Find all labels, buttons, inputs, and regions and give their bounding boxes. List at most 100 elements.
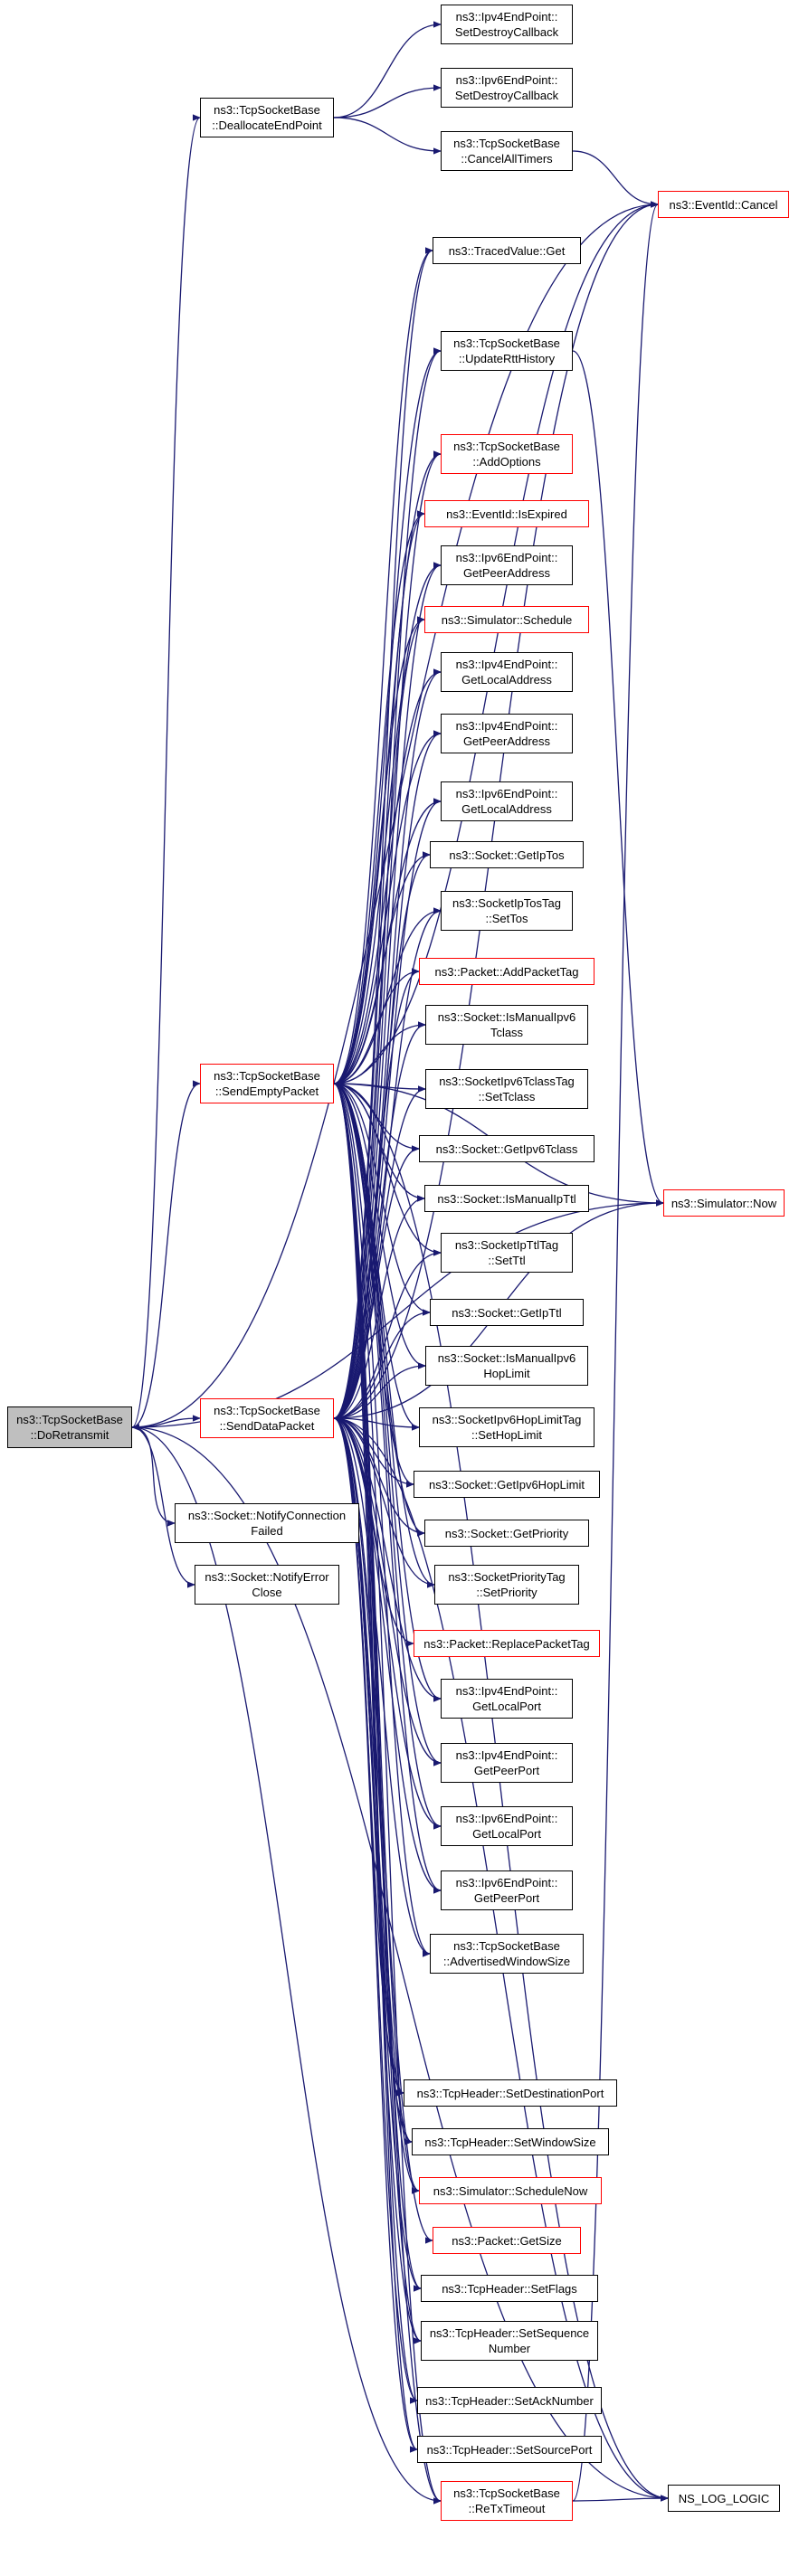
node-socket-get-priority[interactable]: ns3::Socket::GetPriority — [424, 1520, 589, 1547]
node-tcpheader-set-source-port[interactable]: ns3::TcpHeader::SetSourcePort — [417, 2436, 602, 2463]
node-do-retransmit[interactable]: ns3::TcpSocketBase ::DoRetransmit — [7, 1406, 132, 1448]
node-socket-get-ipv6-hop-limit[interactable]: ns3::Socket::GetIpv6HopLimit — [414, 1471, 600, 1498]
node-line: ::SetHopLimit — [471, 1428, 543, 1442]
node-line: ns3::Socket::GetIpv6HopLimit — [429, 1477, 585, 1492]
node-notify-error-close[interactable]: ns3::Socket::NotifyError Close — [195, 1565, 339, 1605]
node-send-empty-packet[interactable]: ns3::TcpSocketBase ::SendEmptyPacket — [200, 1064, 334, 1103]
node-simulator-now[interactable]: ns3::Simulator::Now — [663, 1189, 785, 1217]
node-line: GetLocalAddress — [461, 802, 552, 816]
node-simulator-schedule-now[interactable]: ns3::Simulator::ScheduleNow — [419, 2177, 602, 2204]
node-line: ns3::TcpSocketBase — [214, 1069, 320, 1083]
node-ipv6-get-peer-port[interactable]: ns3::Ipv6EndPoint:: GetPeerPort — [441, 1870, 573, 1910]
node-line: ns3::Packet::GetSize — [452, 2233, 562, 2248]
node-ipv6-set-destroy-callback[interactable]: ns3::Ipv6EndPoint:: SetDestroyCallback — [441, 68, 573, 108]
call-edge — [333, 1083, 431, 1957]
node-line: GetPeerAddress — [462, 734, 551, 748]
node-socket-is-manual-ipv6-tclass[interactable]: ns3::Socket::IsManualIpv6 Tclass — [425, 1005, 588, 1045]
node-line: ns3::Simulator::Schedule — [441, 612, 573, 627]
node-line: ns3::EventId::IsExpired — [446, 507, 567, 521]
node-line: ns3::Ipv6EndPoint:: — [455, 787, 558, 800]
call-edge — [333, 730, 442, 1084]
node-line: ns3::Simulator::ScheduleNow — [433, 2183, 588, 2198]
node-eventid-cancel[interactable]: ns3::EventId::Cancel — [658, 191, 789, 218]
node-ipv6-get-local-address[interactable]: ns3::Ipv6EndPoint:: GetLocalAddress — [441, 781, 573, 821]
call-edge — [333, 347, 442, 1084]
node-notify-connection-failed[interactable]: ns3::Socket::NotifyConnection Failed — [175, 1503, 359, 1543]
node-eventid-is-expired[interactable]: ns3::EventId::IsExpired — [424, 500, 589, 527]
node-line: NS_LOG_LOGIC — [678, 2491, 770, 2505]
node-line: ns3::EventId::Cancel — [669, 197, 778, 212]
node-socket-get-ip-tos[interactable]: ns3::Socket::GetIpTos — [430, 841, 584, 868]
node-line: ns3::SocketIpv6HopLimitTag — [432, 1413, 582, 1426]
node-iptos-tag-set-tos[interactable]: ns3::SocketIpTosTag ::SetTos — [441, 891, 573, 931]
node-packet-get-size[interactable]: ns3::Packet::GetSize — [433, 2227, 581, 2254]
node-line: ns3::SocketIpTtlTag — [454, 1238, 559, 1252]
node-line: ns3::TcpSocketBase — [214, 103, 320, 117]
node-line: ns3::Ipv4EndPoint:: — [455, 719, 558, 733]
node-line: ::SetTclass — [478, 1090, 536, 1103]
node-socket-is-manual-ip-ttl[interactable]: ns3::Socket::IsManualIpTtl — [424, 1185, 589, 1212]
node-line: ns3::Ipv6EndPoint:: — [455, 1876, 558, 1889]
node-tcpheader-set-destination-port[interactable]: ns3::TcpHeader::SetDestinationPort — [404, 2079, 617, 2107]
call-edge — [333, 1083, 442, 1830]
call-edge — [333, 798, 442, 1419]
node-ipttl-tag-set-ttl[interactable]: ns3::SocketIpTtlTag ::SetTtl — [441, 1233, 573, 1273]
node-ipv6-tclass-tag-set-tclass[interactable]: ns3::SocketIpv6TclassTag ::SetTclass — [425, 1069, 588, 1109]
call-edge — [333, 1417, 431, 1957]
node-socket-is-manual-ipv6-hop-limit[interactable]: ns3::Socket::IsManualIpv6 HopLimit — [425, 1346, 588, 1386]
node-line: GetPeerPort — [473, 1891, 540, 1905]
node-ipv4-get-peer-port[interactable]: ns3::Ipv4EndPoint:: GetPeerPort — [441, 1743, 573, 1783]
node-ipv4-get-peer-address[interactable]: ns3::Ipv4EndPoint:: GetPeerAddress — [441, 714, 573, 753]
call-edge — [333, 1417, 442, 1894]
node-send-data-packet[interactable]: ns3::TcpSocketBase ::SendDataPacket — [200, 1398, 334, 1438]
node-traced-value-get[interactable]: ns3::TracedValue::Get — [433, 237, 581, 264]
node-line: ns3::SocketPriorityTag — [448, 1570, 566, 1584]
node-line: ::AdvertisedWindowSize — [442, 1955, 571, 1968]
node-simulator-schedule[interactable]: ns3::Simulator::Schedule — [424, 606, 589, 633]
node-tcpheader-set-flags[interactable]: ns3::TcpHeader::SetFlags — [421, 2275, 598, 2302]
node-line: ns3::Ipv4EndPoint:: — [455, 658, 558, 671]
node-advertised-window-size[interactable]: ns3::TcpSocketBase ::AdvertisedWindowSiz… — [430, 1934, 584, 1974]
node-tcpheader-set-sequence-number[interactable]: ns3::TcpHeader::SetSequence Number — [421, 2321, 598, 2361]
call-edge — [333, 1417, 442, 1702]
node-line: ns3::Socket::GetPriority — [444, 1526, 569, 1540]
node-line: ns3::Ipv6EndPoint:: — [455, 1812, 558, 1825]
node-ipv6-get-local-port[interactable]: ns3::Ipv6EndPoint:: GetLocalPort — [441, 1806, 573, 1846]
node-socket-get-ip-ttl[interactable]: ns3::Socket::GetIpTtl — [430, 1299, 584, 1326]
node-line: ns3::Ipv4EndPoint:: — [455, 1684, 558, 1698]
node-line: ns3::Simulator::Now — [671, 1196, 777, 1210]
node-line: ns3::TcpSocketBase — [453, 440, 560, 453]
node-priority-tag-set-priority[interactable]: ns3::SocketPriorityTag ::SetPriority — [434, 1565, 579, 1605]
call-edge — [131, 1424, 442, 2502]
node-line: ::DeallocateEndPoint — [212, 118, 322, 132]
node-add-options[interactable]: ns3::TcpSocketBase ::AddOptions — [441, 434, 573, 474]
node-packet-replace-packet-tag[interactable]: ns3::Packet::ReplacePacketTag — [414, 1630, 600, 1657]
node-socket-get-ipv6-tclass[interactable]: ns3::Socket::GetIpv6Tclass — [419, 1135, 594, 1162]
node-line: GetLocalPort — [472, 1700, 541, 1713]
node-line: ::SendDataPacket — [219, 1419, 315, 1433]
call-edge — [333, 201, 659, 1084]
node-ipv4-set-destroy-callback[interactable]: ns3::Ipv4EndPoint:: SetDestroyCallback — [441, 5, 573, 44]
node-packet-add-packet-tag[interactable]: ns3::Packet::AddPacketTag — [419, 958, 594, 985]
node-ipv4-get-local-address[interactable]: ns3::Ipv4EndPoint:: GetLocalAddress — [441, 652, 573, 692]
node-cancel-all-timers[interactable]: ns3::TcpSocketBase ::CancelAllTimers — [441, 131, 573, 171]
node-deallocate-end-point[interactable]: ns3::TcpSocketBase ::DeallocateEndPoint — [200, 98, 334, 137]
call-edge — [333, 562, 442, 1419]
call-edge — [333, 247, 433, 1419]
node-line: GetLocalAddress — [461, 673, 552, 687]
node-ns-log-logic[interactable]: NS_LOG_LOGIC — [668, 2485, 780, 2512]
node-ipv6-get-peer-address[interactable]: ns3::Ipv6EndPoint:: GetPeerAddress — [441, 545, 573, 585]
call-edge — [333, 616, 425, 1419]
call-edge — [333, 1417, 420, 2194]
node-tcpheader-set-ack-number[interactable]: ns3::TcpHeader::SetAckNumber — [417, 2387, 602, 2414]
node-ipv6-hop-limit-tag-set-hop-limit[interactable]: ns3::SocketIpv6HopLimitTag ::SetHopLimit — [419, 1407, 594, 1447]
node-retx-timeout[interactable]: ns3::TcpSocketBase ::ReTxTimeout — [441, 2481, 573, 2521]
node-tcpheader-set-window-size[interactable]: ns3::TcpHeader::SetWindowSize — [412, 2128, 609, 2155]
node-line: ns3::Socket::NotifyConnection — [187, 1509, 347, 1522]
call-edge — [572, 150, 659, 208]
node-ipv4-get-local-port[interactable]: ns3::Ipv4EndPoint:: GetLocalPort — [441, 1679, 573, 1719]
node-update-rtt-history[interactable]: ns3::TcpSocketBase ::UpdateRttHistory — [441, 331, 573, 371]
call-edge — [333, 1021, 426, 1419]
node-line: ns3::TcpHeader::SetSequence — [429, 2326, 590, 2340]
